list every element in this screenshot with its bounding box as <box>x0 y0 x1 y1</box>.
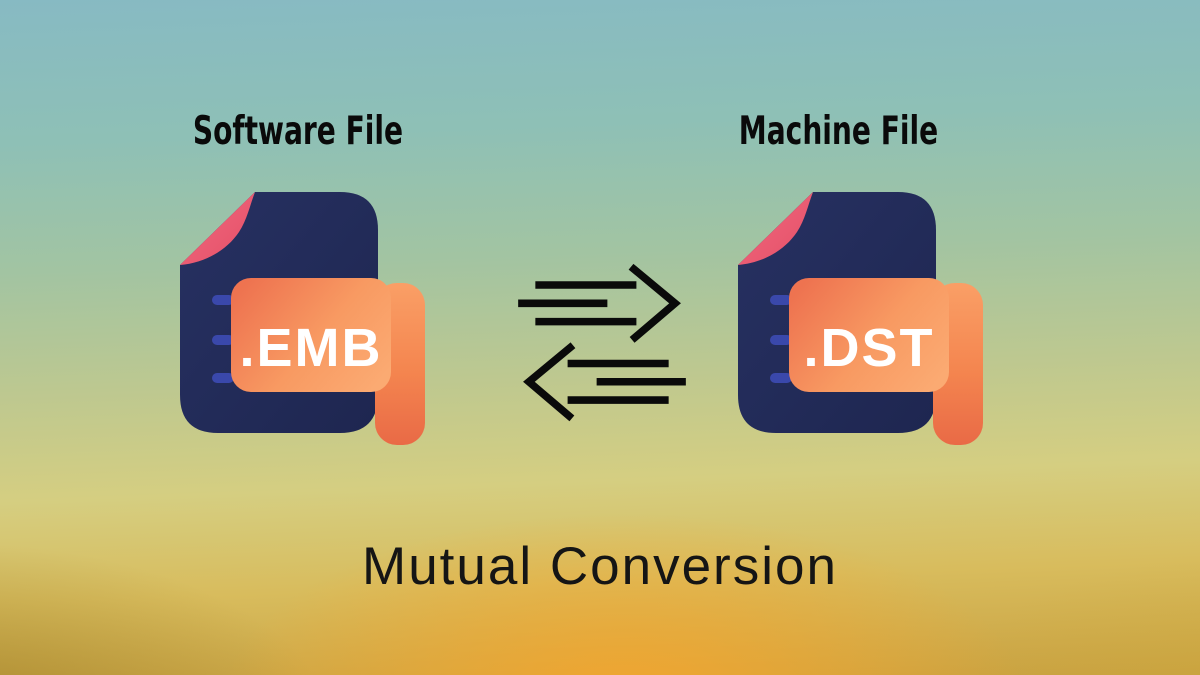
left-file-heading: Software File <box>128 112 468 151</box>
document-lines <box>770 295 792 383</box>
caption: Mutual Conversion <box>362 537 838 596</box>
extension-label-plate <box>789 278 949 392</box>
left-file-heading-text: Software File <box>192 109 404 154</box>
document-file-icon-emb: .EMB <box>180 192 425 445</box>
document-file-icon-dst: .DST <box>738 192 983 445</box>
document-lines <box>212 295 234 383</box>
extension-label-text: .DST <box>803 318 934 378</box>
extension-label-text: .EMB <box>240 318 383 378</box>
right-file-heading-text: Machine File <box>738 109 938 154</box>
document-fold <box>180 192 255 265</box>
document-fold <box>738 192 813 265</box>
extension-label-plate <box>231 278 391 392</box>
right-file-heading: Machine File <box>668 112 1008 151</box>
bidirectional-transfer-arrows-icon <box>518 263 686 422</box>
